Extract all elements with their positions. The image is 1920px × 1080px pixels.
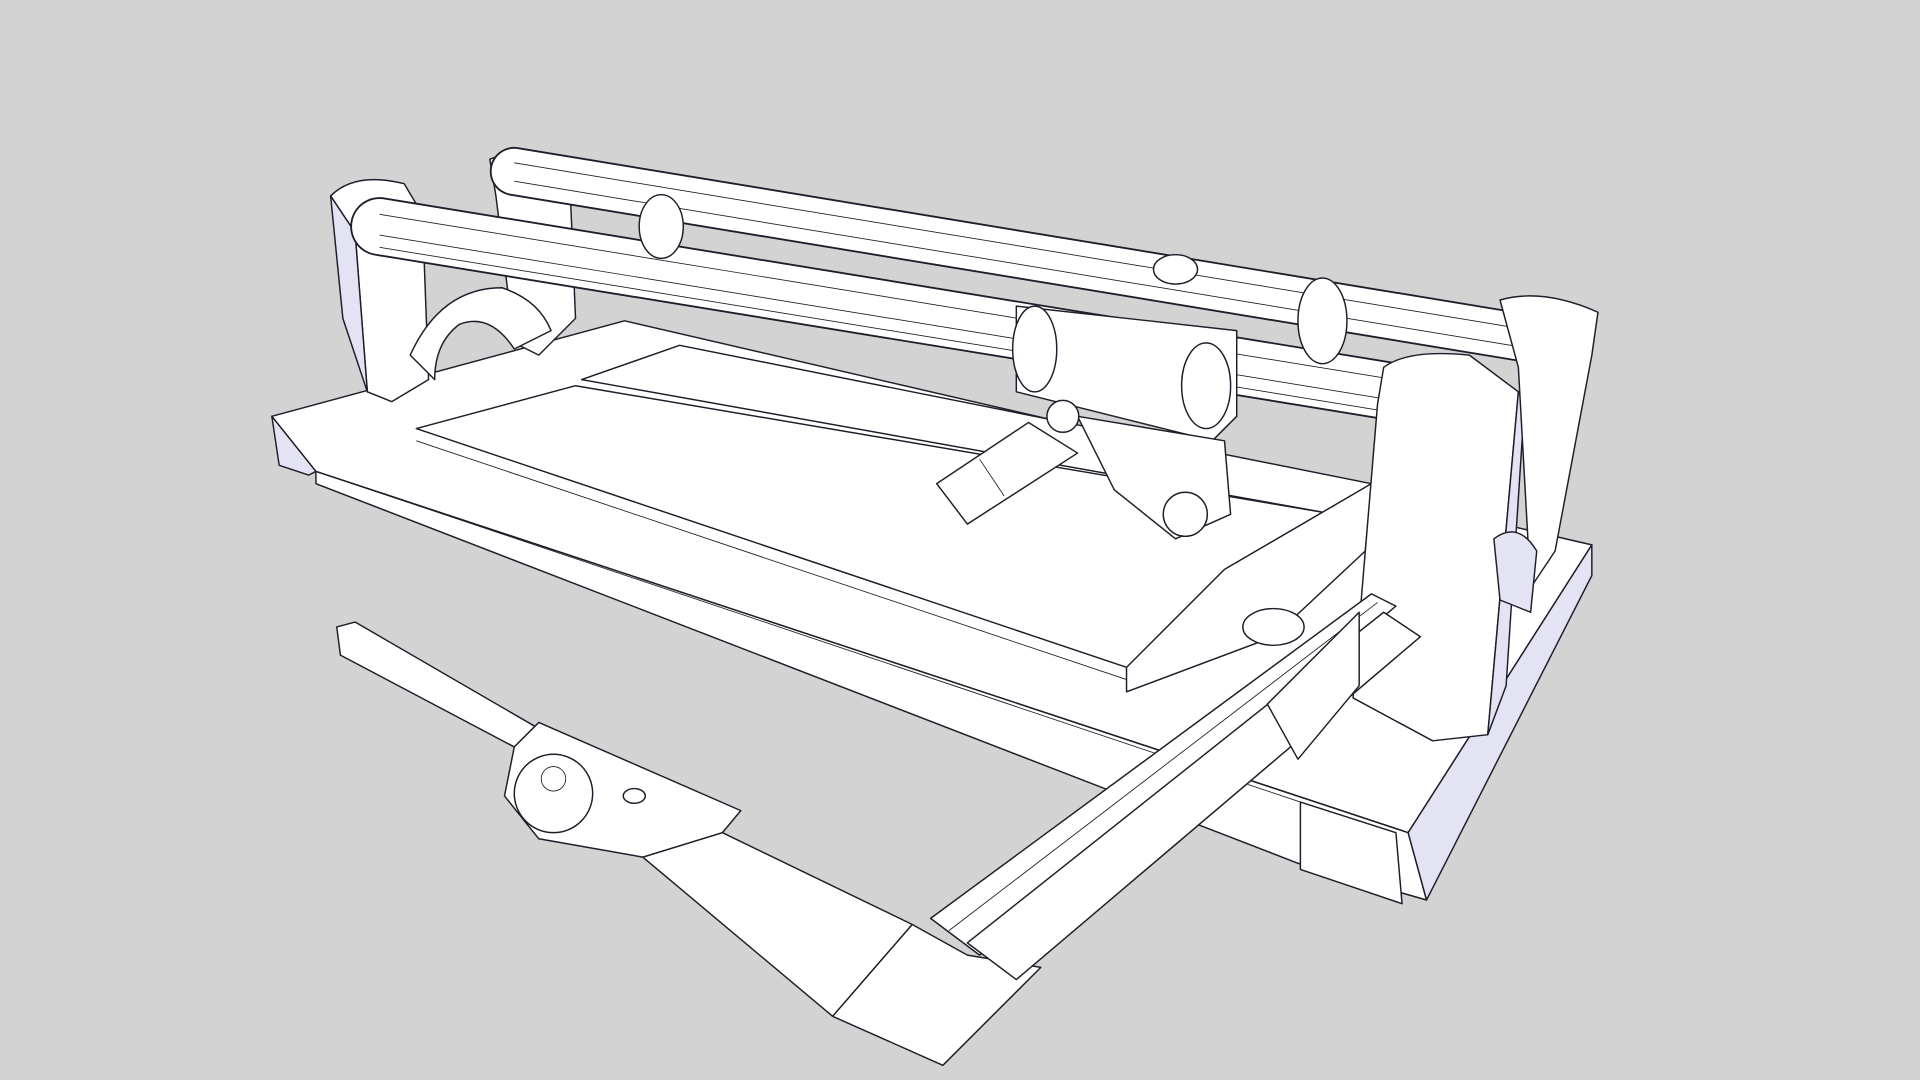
square-ruler bbox=[929, 593, 1422, 981]
cutting-carriage bbox=[936, 277, 1348, 540]
guide-rails bbox=[350, 146, 1543, 434]
angle-guide bbox=[336, 621, 1042, 1067]
left-bracket bbox=[329, 153, 577, 403]
